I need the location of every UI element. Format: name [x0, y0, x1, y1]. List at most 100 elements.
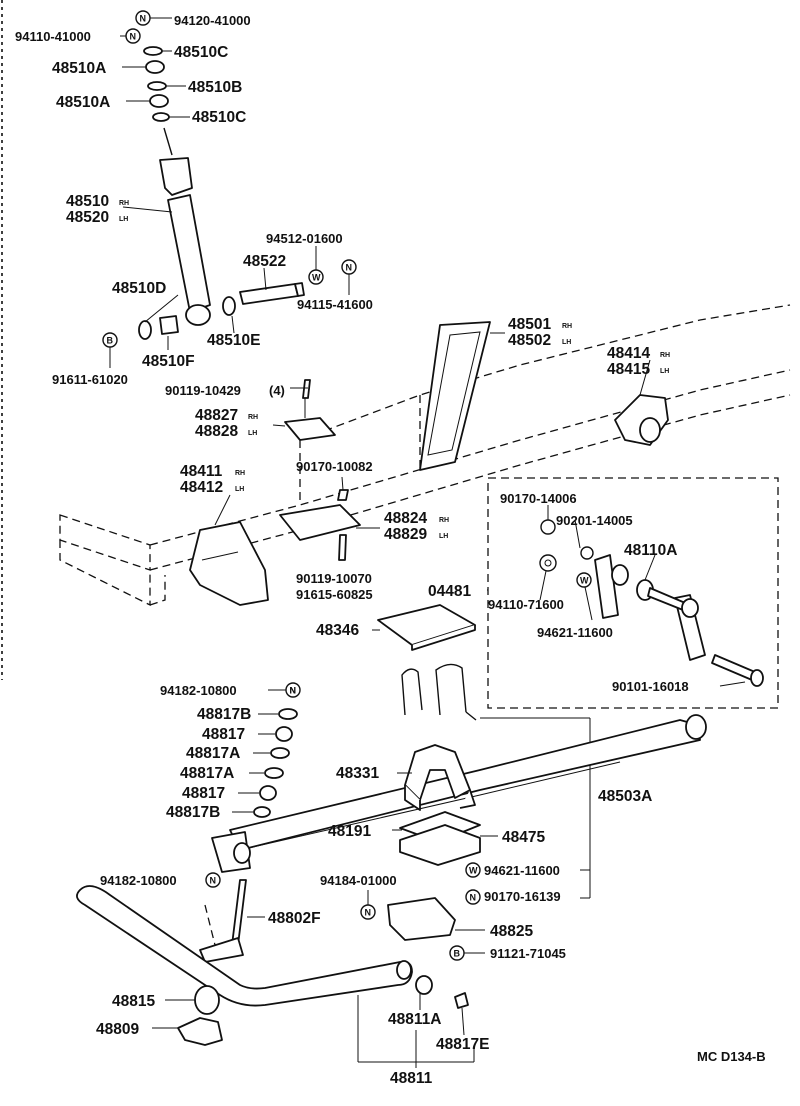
label-94120-41000: 94120-41000: [174, 13, 251, 28]
cushion-48510c-top: [143, 46, 163, 56]
hanger-48411: [189, 494, 269, 606]
bushing-48510a-lower: [149, 94, 169, 108]
label-48829: 48829: [384, 526, 427, 543]
svg-text:RH: RH: [235, 470, 245, 477]
labels: 94120-41000 94110-41000 48510C 48510A 48…: [15, 13, 766, 1087]
label-90101-16018: 90101-16018: [612, 679, 689, 694]
label-48346: 48346: [316, 622, 359, 639]
label-48191: 48191: [328, 823, 371, 840]
label-48817-top: 48817: [202, 726, 245, 743]
label-48501: 48501: [508, 316, 551, 333]
link-48802f: [231, 879, 247, 946]
label-48815: 48815: [112, 993, 155, 1010]
shackle-plate-left: [594, 554, 619, 619]
label-48824: 48824: [384, 510, 427, 527]
label-48415: 48415: [607, 361, 650, 378]
washer-symbol: [465, 862, 481, 878]
pad-48346: [372, 604, 476, 651]
bracket-48809: [177, 1017, 223, 1046]
label-48817b-top: 48817B: [197, 706, 251, 723]
pad-48475: [399, 824, 481, 866]
label-48475: 48475: [502, 829, 545, 846]
label-48510d: 48510D: [112, 280, 166, 297]
label-94184-01000: 94184-01000: [320, 873, 397, 888]
svg-text:LH: LH: [119, 216, 128, 223]
svg-text:(4): (4): [269, 383, 285, 398]
svg-text:N: N: [290, 686, 297, 696]
label-48510c-top: 48510C: [174, 44, 228, 61]
svg-text:N: N: [470, 893, 477, 903]
nut-symbol: [465, 889, 481, 905]
label-48825: 48825: [490, 923, 533, 940]
label-48828: 48828: [195, 423, 238, 440]
label-48802f: 48802F: [268, 910, 321, 927]
bushing-48510f: [159, 315, 179, 335]
label-94115-41600: 94115-41600: [297, 297, 373, 312]
svg-text:RH: RH: [248, 414, 258, 421]
svg-text:B: B: [107, 336, 114, 346]
svg-text:LH: LH: [660, 368, 669, 375]
label-48510a-lower: 48510A: [56, 94, 110, 111]
kit-04481: W: [487, 477, 779, 709]
label-90170-16139: 90170-16139: [484, 889, 561, 904]
svg-text:N: N: [210, 876, 217, 886]
label-91121-71045: 91121-71045: [490, 946, 566, 961]
label-48414: 48414: [607, 345, 650, 362]
label-04481: 04481: [428, 583, 471, 600]
plate-48827: [272, 379, 336, 441]
label-48331: 48331: [336, 765, 379, 782]
label-48510f: 48510F: [142, 353, 195, 370]
label-90170-10082: 90170-10082: [296, 459, 373, 474]
frame-rail: [59, 304, 791, 607]
plate-48824: [279, 476, 380, 561]
bracket-48414: [614, 359, 669, 446]
bushing-48811a: [415, 975, 433, 995]
shock-eye: [185, 304, 211, 326]
label-48510b: 48510B: [188, 79, 242, 96]
bushing-48510d: [138, 320, 152, 340]
washer-48510e: [222, 296, 236, 316]
label-94621-11600: 94621-11600: [484, 863, 560, 878]
svg-text:RH: RH: [439, 517, 449, 524]
label-48817e: 48817E: [436, 1036, 489, 1053]
label-48411: 48411: [180, 463, 223, 480]
cushion-48510c-lower: [152, 112, 170, 122]
stabilizer-link-stack: N N: [199, 682, 301, 963]
label-94182-10800-top: 94182-10800: [160, 683, 237, 698]
label-48827: 48827: [195, 407, 238, 424]
washer-48510b: [147, 81, 167, 91]
label-48520: 48520: [66, 209, 109, 226]
label-90170-14006: 90170-14006: [500, 491, 577, 506]
shock-absorber-48510: [167, 194, 211, 313]
svg-text:W: W: [580, 576, 589, 586]
label-48510e: 48510E: [207, 332, 260, 349]
label-90201-14005: 90201-14005: [556, 513, 633, 528]
label-48522: 48522: [243, 253, 286, 270]
label-94621-11600-box: 94621-11600: [537, 625, 613, 640]
svg-text:RH: RH: [562, 323, 572, 330]
svg-text:LH: LH: [235, 486, 244, 493]
label-48510a-top: 48510A: [52, 60, 106, 77]
label-48809: 48809: [96, 1021, 139, 1038]
label-94512-01600: 94512-01600: [266, 231, 343, 246]
pads-48191: [392, 811, 498, 866]
svg-text:N: N: [346, 263, 353, 273]
bolt-48522: W N: [239, 246, 357, 305]
svg-text:N: N: [365, 908, 372, 918]
label-48817-lower: 48817: [182, 785, 225, 802]
label-48110a: 48110A: [624, 542, 677, 559]
bracket-48501: [419, 321, 505, 471]
svg-text:LH: LH: [248, 430, 257, 437]
svg-text:N: N: [140, 14, 147, 24]
label-91615-60825: 91615-60825: [296, 587, 373, 602]
bushing-48510a-top: [145, 60, 165, 74]
svg-text:W: W: [469, 866, 478, 876]
cushion-48817e: [454, 992, 469, 1009]
label-91611-61020: 91611-61020: [52, 372, 128, 387]
svg-text:W: W: [312, 273, 321, 283]
label-94182-10800-lower: 94182-10800: [100, 873, 177, 888]
label-48817b-lower: 48817B: [166, 804, 220, 821]
label-48811a: 48811A: [388, 1011, 441, 1028]
